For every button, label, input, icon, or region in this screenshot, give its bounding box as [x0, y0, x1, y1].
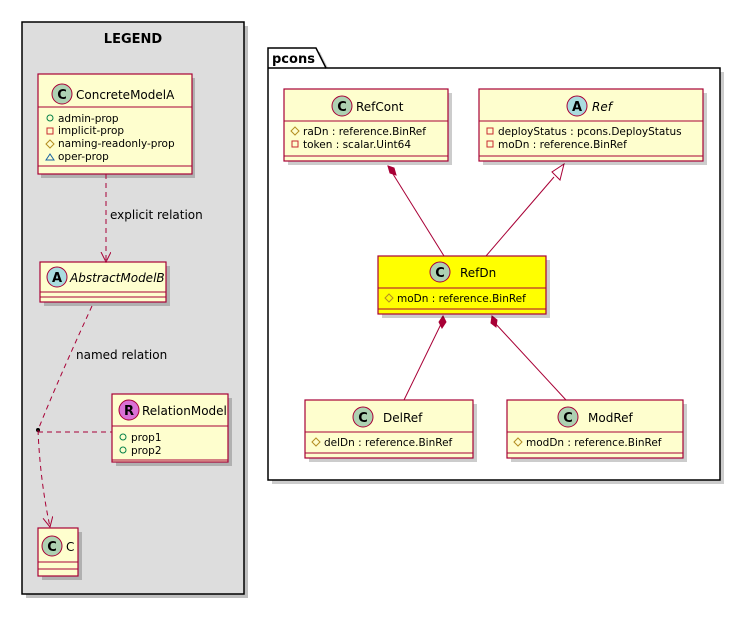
class-modref: C ModRef modDn : reference.BinRef: [506, 399, 687, 462]
class-c: C C: [37, 527, 82, 580]
private-visibility-icon: [291, 140, 299, 148]
class-name: RefDn: [460, 266, 496, 280]
composition-diamond-icon: [387, 165, 397, 176]
composition-diamond-icon: [438, 315, 447, 329]
class-refcont: C RefCont raDn : reference.BinRef token …: [283, 88, 452, 165]
stereotype-letter: A: [572, 100, 582, 115]
protected-visibility-icon: [311, 437, 321, 447]
package-visibility-icon: [45, 153, 55, 161]
attribute: oper-prop: [58, 151, 109, 163]
public-visibility-icon: [119, 446, 127, 454]
class-circle-icon: [51, 83, 73, 105]
named-relation: named relation: [36, 305, 167, 527]
attribute: raDn : reference.BinRef: [303, 126, 426, 138]
protected-visibility-icon: [290, 126, 300, 136]
class-name: AbstractModelB: [69, 271, 165, 285]
protected-visibility-icon: [384, 293, 394, 303]
relation-circle-icon: [118, 399, 140, 421]
attribute: naming-readonly-prop: [58, 138, 175, 150]
class-name: Ref: [592, 100, 614, 114]
stereotype-letter: A: [52, 271, 62, 286]
private-visibility-icon: [486, 127, 494, 135]
refdn-modref-composition: [490, 315, 567, 401]
private-visibility-icon: [486, 140, 494, 148]
protected-visibility-icon: [45, 139, 55, 149]
package-name: pcons: [272, 52, 315, 67]
class-abstract-model-b: A AbstractModelB: [39, 261, 170, 306]
class-name: ConcreteModelA: [76, 88, 175, 102]
attribute: moDn : reference.BinRef: [397, 293, 526, 305]
refdn-delref-composition: [403, 315, 447, 401]
class-circle-icon: [557, 406, 579, 428]
class-circle-icon: [41, 535, 63, 557]
stereotype-letter: R: [124, 404, 134, 419]
attribute: prop1: [131, 432, 162, 444]
class-name: C: [66, 540, 74, 554]
class-circle-icon: [352, 406, 374, 428]
stereotype-letter: C: [563, 411, 573, 426]
class-refdn: C RefDn moDn : reference.BinRef: [377, 255, 550, 318]
attribute: prop2: [131, 445, 162, 457]
class-name: ModRef: [588, 411, 633, 425]
class-concrete-model-a: C ConcreteModelA admin-prop implicit-pro…: [37, 73, 195, 178]
attribute: modDn : reference.BinRef: [526, 437, 662, 449]
attribute: delDn : reference.BinRef: [324, 437, 453, 449]
class-circle-icon: [429, 261, 451, 283]
abstract-circle-icon: [46, 266, 68, 288]
stereotype-letter: C: [57, 88, 67, 103]
stereotype-letter: C: [47, 540, 57, 555]
stereotype-letter: C: [435, 266, 445, 281]
attribute: deployStatus : pcons.DeployStatus: [498, 126, 682, 138]
legend-title: LEGEND: [104, 32, 163, 47]
public-visibility-icon: [46, 114, 54, 122]
attribute: implicit-prop: [58, 125, 124, 137]
class-name: DelRef: [383, 411, 423, 425]
class-circle-icon: [331, 95, 353, 117]
attribute: moDn : reference.BinRef: [498, 139, 627, 151]
attribute: token : scalar.Uint64: [303, 139, 411, 151]
public-visibility-icon: [119, 433, 127, 441]
abstract-circle-icon: [566, 95, 588, 117]
class-ref: A Ref deployStatus : pcons.DeployStatus …: [478, 88, 707, 165]
private-visibility-icon: [46, 127, 54, 135]
class-delref: C DelRef delDn : reference.BinRef: [304, 399, 477, 462]
class-name: RefCont: [356, 100, 404, 114]
stereotype-letter: C: [337, 100, 347, 115]
attribute: admin-prop: [58, 113, 119, 125]
relation-label: named relation: [76, 348, 167, 362]
relation-label: explicit relation: [110, 208, 203, 222]
composition-diamond-icon: [490, 315, 498, 328]
refcont-refdn-composition: [387, 165, 445, 257]
generalization-arrow-icon: [551, 162, 565, 181]
explicit-relation: explicit relation: [106, 174, 203, 262]
ref-refdn-generalization: [485, 162, 565, 257]
class-relation-model: R RelationModel prop1 prop2: [111, 393, 232, 466]
protected-visibility-icon: [513, 437, 523, 447]
class-name: RelationModel: [142, 404, 227, 418]
stereotype-letter: C: [358, 411, 368, 426]
